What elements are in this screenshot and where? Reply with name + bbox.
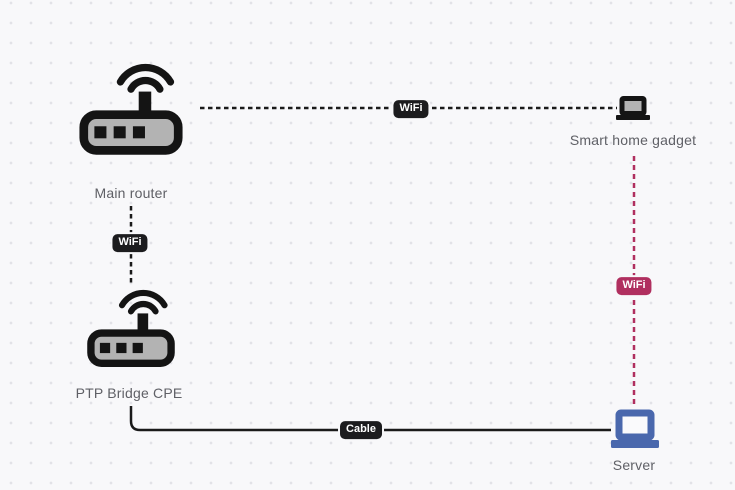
edge-label-cable-cpe-server[interactable]: Cable <box>338 419 384 441</box>
wireless-router-icon <box>79 63 183 155</box>
wireless-router-icon <box>87 289 175 367</box>
node-label-main-router: Main router <box>94 185 168 201</box>
node-label-server: Server <box>612 457 656 473</box>
node-main-router[interactable] <box>78 58 184 156</box>
node-label-smart-home-gadget: Smart home gadget <box>569 132 697 148</box>
node-smart-home-gadget[interactable] <box>615 95 651 122</box>
link-ptp-bridge-cpe-to-server[interactable] <box>129 406 611 432</box>
laptop-icon <box>616 96 650 120</box>
edge-label-wifi-gadget-server[interactable]: WiFi <box>614 275 654 297</box>
laptop-icon <box>611 409 659 448</box>
node-label-ptp-bridge-cpe: PTP Bridge CPE <box>75 385 183 401</box>
edge-label-wifi-router-cpe[interactable]: WiFi <box>110 232 150 254</box>
node-ptp-bridge-cpe[interactable] <box>86 285 176 368</box>
node-server[interactable] <box>609 407 661 449</box>
edge-label-wifi-router-gadget[interactable]: WiFi <box>391 98 431 120</box>
